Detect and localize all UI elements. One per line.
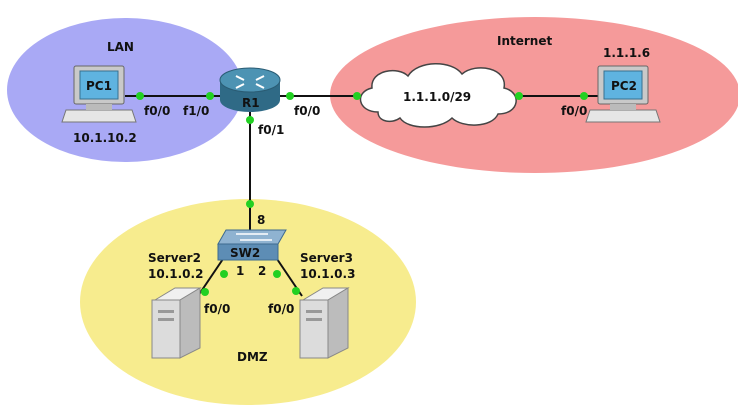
internet-cloud-icon: [359, 63, 517, 128]
sw2-name: SW2: [230, 246, 260, 260]
pc2-ip-label: 1.1.1.6: [603, 46, 650, 60]
server2-iface-label: f0/0: [204, 302, 230, 316]
switch-icon[interactable]: [217, 229, 287, 261]
cloud-subnet-label: 1.1.1.0/29: [403, 90, 471, 104]
r1-name: R1: [242, 96, 260, 110]
internet-zone-label: Internet: [497, 34, 552, 48]
port-dots: [136, 92, 588, 296]
pc2-name: PC2: [611, 79, 637, 93]
sw2-port1-label: 1: [236, 264, 244, 278]
port-dot-cloud-east: [515, 92, 523, 100]
sw2-port2-label: 2: [258, 264, 266, 278]
port-dot-r1-wan: [286, 92, 294, 100]
port-dot-pc2: [580, 92, 588, 100]
port-dot-r1-dmz: [246, 116, 254, 124]
port-dot-sw2-uplink: [246, 200, 254, 208]
pc1-name: PC1: [86, 79, 112, 93]
r1-lan-iface-label: f1/0: [183, 104, 209, 118]
server3-name-label: Server3: [300, 251, 353, 265]
server2-ip-label: 10.1.0.2: [148, 267, 203, 281]
port-dot-sw2-port2: [273, 270, 281, 278]
server3-icon[interactable]: [299, 287, 350, 359]
r1-dmz-iface-label: f0/1: [258, 123, 284, 137]
server3-iface-label: f0/0: [268, 302, 294, 316]
pc1-icon[interactable]: [61, 65, 137, 123]
lan-zone-label: LAN: [107, 40, 134, 54]
pc1-ip-label: 10.1.10.2: [73, 131, 137, 145]
port-dot-server3: [292, 287, 300, 295]
server2-name-label: Server2: [148, 251, 201, 265]
server3-ip-label: 10.1.0.3: [300, 267, 355, 281]
lan-zone: [7, 18, 243, 162]
port-dot-cloud-west: [353, 92, 361, 100]
port-dot-server2: [201, 288, 209, 296]
sw2-port-uplink-label: 8: [257, 213, 265, 227]
server2-icon[interactable]: [151, 287, 202, 359]
dmz-zone-label: DMZ: [237, 350, 268, 364]
port-dot-pc1: [136, 92, 144, 100]
pc1-iface-label: f0/0: [144, 104, 170, 118]
port-dot-sw2-port1: [220, 270, 228, 278]
port-dot-r1-lan: [206, 92, 214, 100]
r1-wan-iface-label: f0/0: [294, 104, 320, 118]
router-icon[interactable]: [219, 67, 281, 112]
pc2-iface-label: f0/0: [561, 104, 587, 118]
pc2-icon[interactable]: [585, 65, 661, 123]
